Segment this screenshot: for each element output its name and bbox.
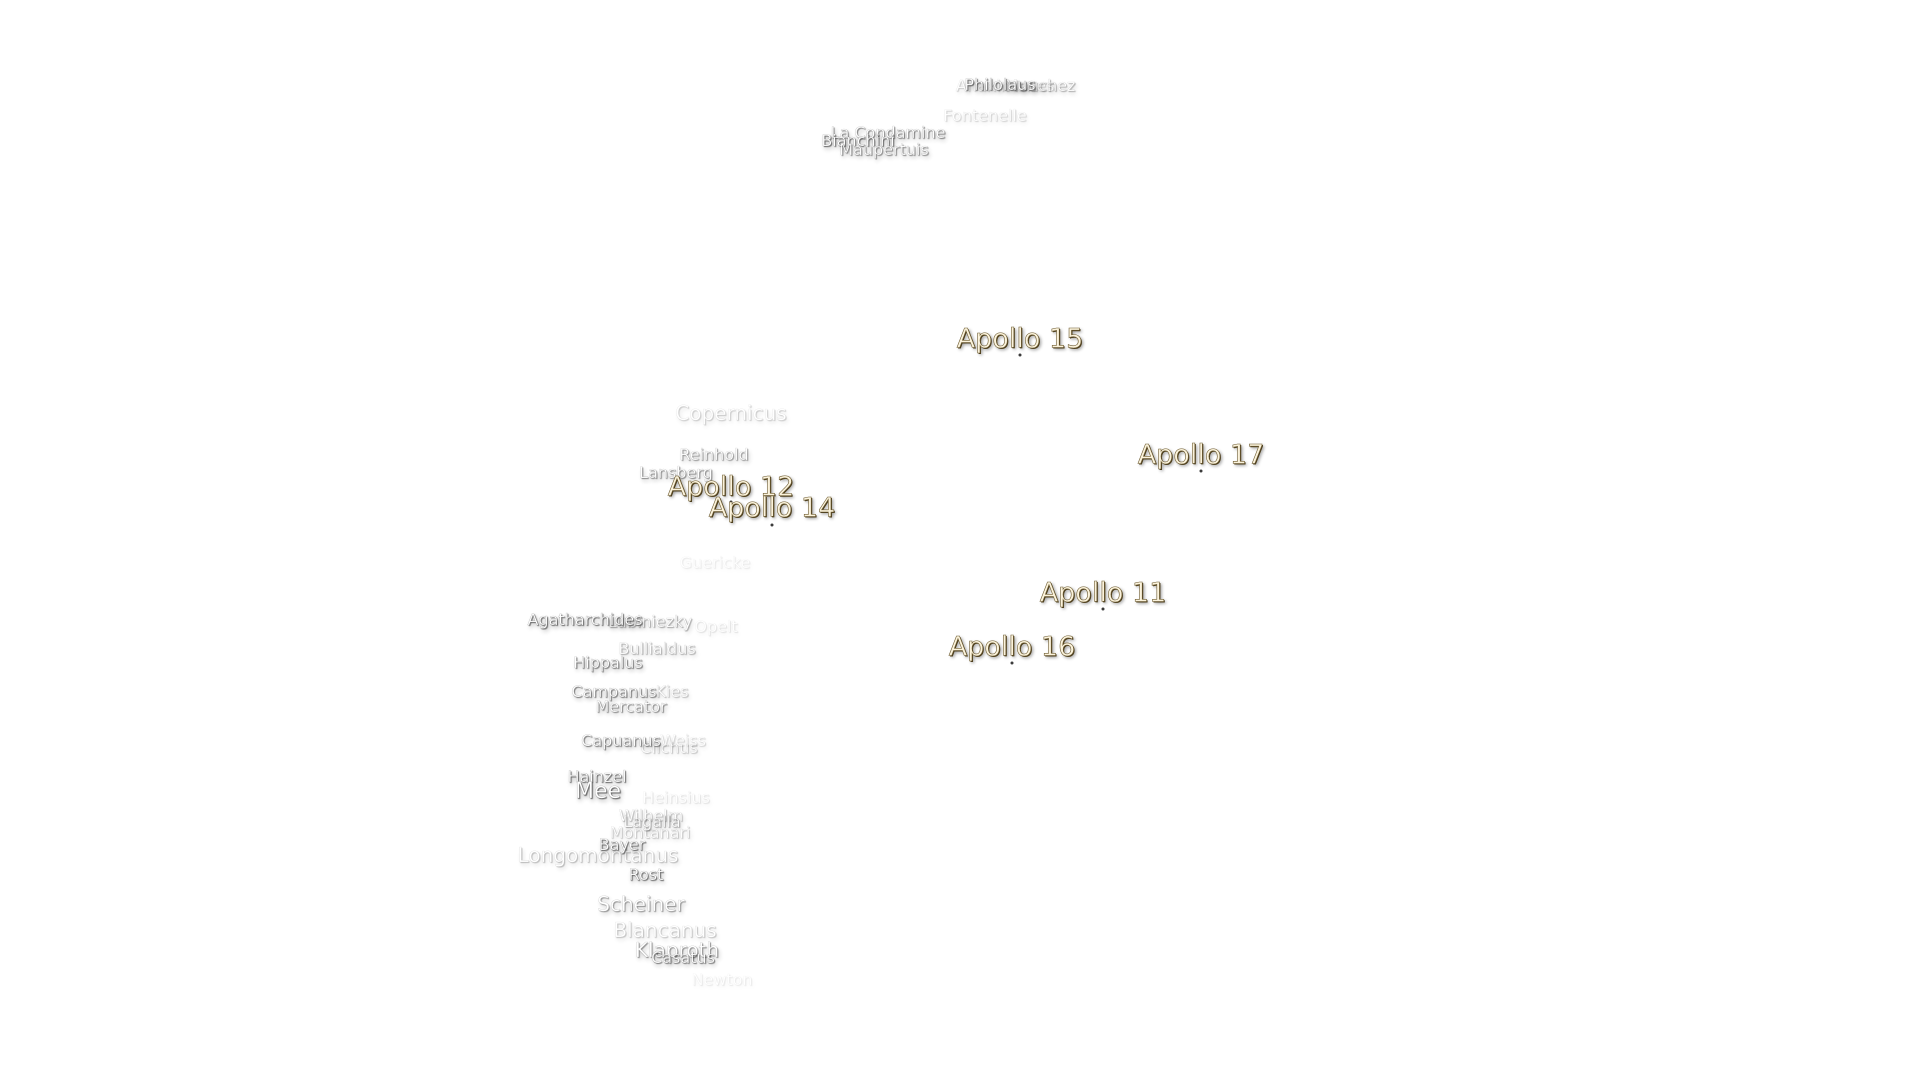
apollo-15-site-marker[interactable] <box>1018 353 1022 357</box>
crater-ciichus: Ciichus <box>640 738 698 757</box>
crater-lagalla: Lagalla <box>623 812 681 831</box>
crater-anaximenes: Anaximenes <box>955 76 1055 95</box>
crater-casatus: Casatus <box>651 948 715 967</box>
crater-lansberg: Lansberg <box>639 463 713 482</box>
crater-maupertuis: Maupertuis <box>839 140 929 159</box>
crater-klaproth: Klaproth <box>634 938 720 962</box>
crater-heinsius: Heinsius <box>642 788 710 807</box>
crater-fontenelle: Fontenelle <box>943 106 1027 125</box>
crater-guericke: Guericke <box>679 553 751 572</box>
crater-bullialdus: Bullialdus <box>618 639 696 658</box>
crater-scheiner: Scheiner <box>597 892 685 916</box>
apollo-14-site-marker[interactable] <box>770 523 774 527</box>
crater-reinhold: Reinhold <box>679 445 749 464</box>
crater-blancanus: Blancanus <box>613 918 717 942</box>
apollo-17-site-marker[interactable] <box>1199 469 1203 473</box>
crater-mercator: Mercator <box>595 697 667 716</box>
crater-newton: Newton <box>691 970 753 989</box>
crater-kies: Kies <box>655 682 689 701</box>
crater-lubiniezky: Lubiniezky <box>607 612 693 631</box>
crater-hippalus: Hippalus <box>573 653 643 672</box>
apollo-16-label[interactable]: Apollo 16 <box>948 631 1076 663</box>
crater-wilhelm: Wilhelm <box>618 806 684 825</box>
apollo-16-site-marker[interactable] <box>1010 661 1014 665</box>
crater-campanus: Campanus <box>571 682 657 701</box>
crater-philolaus: Philolaus <box>964 75 1036 94</box>
apollo-15-label[interactable]: Apollo 15 <box>956 323 1084 355</box>
crater-mee: Mee <box>574 779 622 804</box>
crater-longomontanus: Longomontanus <box>517 843 679 867</box>
crater-mouchez: Mouchez <box>1004 76 1076 95</box>
apollo-12-site-marker[interactable] <box>729 500 733 504</box>
crater-la-condamine: La Condamine <box>830 123 946 142</box>
crater-agatharchides: Agatharchides <box>527 610 643 629</box>
apollo-11-label[interactable]: Apollo 11 <box>1039 577 1167 609</box>
crater-bayer: Bayer <box>598 835 646 854</box>
crater-copernicus: Copernicus <box>675 401 787 425</box>
apollo-11-site-marker[interactable] <box>1101 607 1105 611</box>
crater-capuanus: Capuanus <box>581 731 661 750</box>
crater-montanari: Montanari <box>609 823 691 842</box>
crater-weiss: Weiss <box>660 731 706 750</box>
crater-hainzel: Hainzel <box>567 767 627 786</box>
crater-bianchini: Bianchini <box>821 131 895 150</box>
crater-opelt: Opelt <box>694 617 738 636</box>
apollo-12-label[interactable]: Apollo 12 <box>667 471 795 503</box>
crater-rost: Rost <box>628 865 664 884</box>
apollo-14-label[interactable]: Apollo 14 <box>708 492 836 524</box>
apollo-17-label[interactable]: Apollo 17 <box>1137 439 1265 471</box>
